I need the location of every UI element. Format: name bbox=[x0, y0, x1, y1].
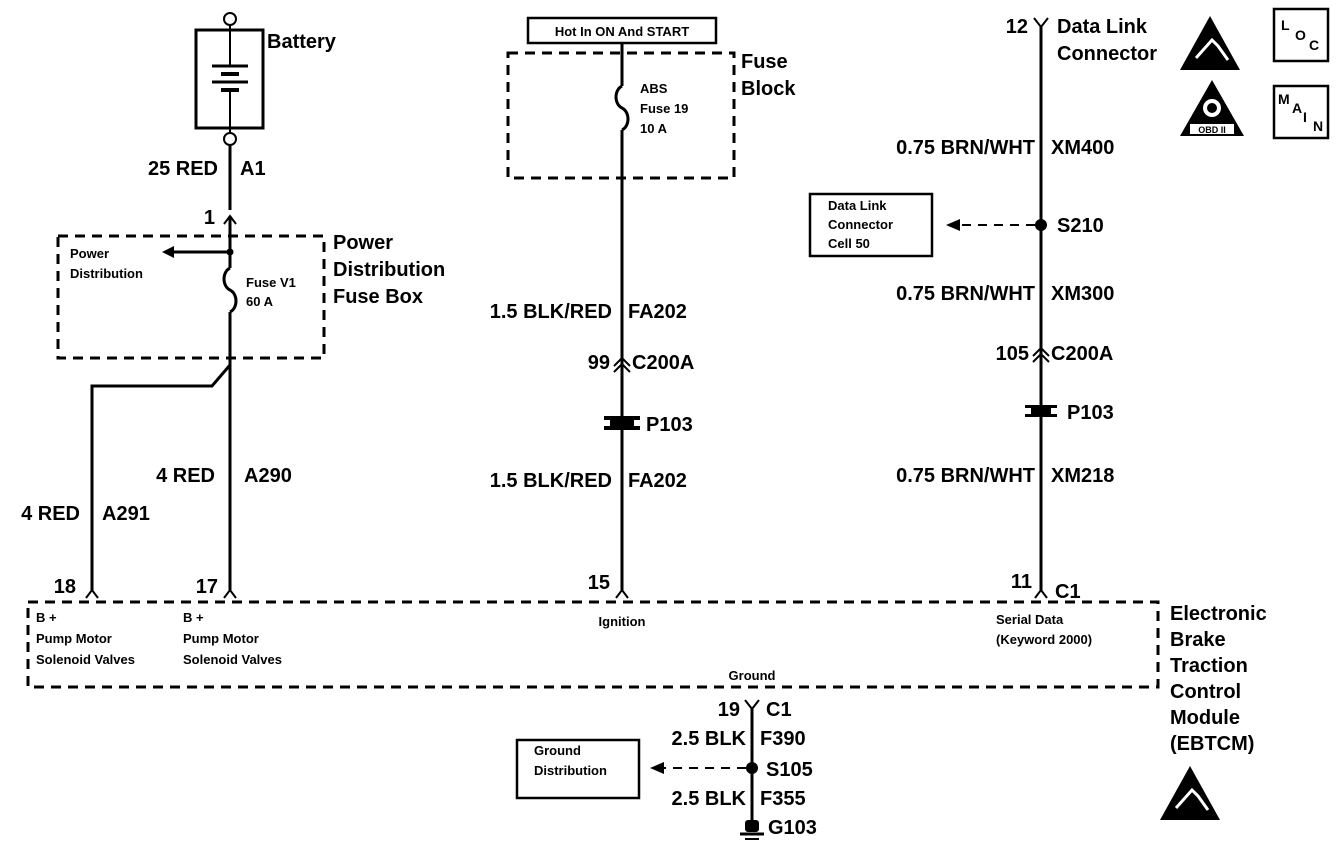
ground-circuit-2: F355 bbox=[760, 788, 806, 810]
main-letter-3: I bbox=[1303, 109, 1307, 125]
dlc-passthrough bbox=[1025, 405, 1057, 417]
ign-gauge-1: 1.5 BLK/RED bbox=[490, 301, 612, 323]
abs-fuse-line3: 10 A bbox=[640, 121, 668, 136]
ign-circuit-2: FA202 bbox=[628, 470, 687, 492]
pin18-line3: Solenoid Valves bbox=[36, 652, 135, 667]
pdfb-fuse-line2: 60 A bbox=[246, 294, 274, 309]
ground-connector: C1 bbox=[766, 699, 792, 721]
abs-fuse-line2: Fuse 19 bbox=[640, 101, 688, 116]
fuse-block: Hot In ON And START ABS Fuse 19 10 A Fus… bbox=[506, 16, 796, 590]
wire-a291-gauge: 4 RED bbox=[21, 503, 80, 525]
pin18-line1: B + bbox=[36, 610, 57, 625]
obd-ii-text: OBD II bbox=[1198, 125, 1226, 135]
ground-point: G103 bbox=[768, 817, 817, 839]
dlc-label-line1: Data Link bbox=[1057, 16, 1148, 38]
ground-symbol bbox=[740, 820, 764, 840]
module-label-line3: Traction bbox=[1170, 655, 1248, 677]
serial-data-line1: Serial Data bbox=[996, 612, 1064, 627]
main-letter-1: M bbox=[1278, 91, 1290, 107]
pdfb-label-line1: Power bbox=[333, 232, 393, 254]
pin-17: 17 bbox=[196, 576, 218, 598]
pdfb-pin: 1 bbox=[204, 207, 215, 229]
pdfb-fuse-line1: Fuse V1 bbox=[246, 275, 296, 290]
pin-11: 11 bbox=[1011, 571, 1032, 593]
abs-fuse-line1: ABS bbox=[640, 81, 668, 96]
pin17-line3: Solenoid Valves bbox=[183, 652, 282, 667]
ground-circuit-1: F390 bbox=[760, 728, 806, 750]
ign-conn-pin: 99 bbox=[588, 352, 610, 374]
module-label-line4: Control bbox=[1170, 681, 1241, 703]
dlc-connector-c200a: C200A bbox=[1051, 343, 1113, 365]
main-letter-2: A bbox=[1292, 100, 1302, 116]
dlc-connector: 12 Data Link Connector bbox=[1006, 16, 1157, 65]
pdfb-inner-line1: Power bbox=[70, 246, 109, 261]
battery-wire-gauge: 25 RED bbox=[148, 158, 218, 180]
ign-passthrough bbox=[604, 416, 640, 430]
dlc-pass-label: P103 bbox=[1067, 402, 1114, 424]
ign-connector: C200A bbox=[632, 352, 694, 374]
wire-a290-circuit: A290 bbox=[244, 465, 292, 487]
dlc-conn-pin: 105 bbox=[996, 343, 1029, 365]
module-connector-c1: C1 bbox=[1055, 581, 1081, 603]
dlc-gauge-1: 0.75 BRN/WHT bbox=[896, 137, 1035, 159]
ign-circuit-1: FA202 bbox=[628, 301, 687, 323]
ground-label: Ground bbox=[729, 668, 776, 683]
dlc-ref-line2: Connector bbox=[828, 217, 893, 232]
ign-pass-label: P103 bbox=[646, 414, 693, 436]
ground-ref-line2: Distribution bbox=[534, 763, 607, 778]
loc-letter-2: O bbox=[1295, 27, 1306, 43]
esd-warning-icon bbox=[1180, 16, 1240, 70]
loc-letter-1: L bbox=[1281, 17, 1290, 33]
ign-gauge-2: 1.5 BLK/RED bbox=[490, 470, 612, 492]
ground-pin: 19 bbox=[718, 699, 740, 721]
pdfb-label-line3: Fuse Box bbox=[333, 286, 423, 308]
main-letter-4: N bbox=[1313, 118, 1323, 134]
module-label-line2: Brake bbox=[1170, 629, 1226, 651]
ground-ref-box: Ground Distribution bbox=[515, 738, 641, 800]
serial-data-line2: (Keyword 2000) bbox=[996, 632, 1092, 647]
dlc-gauge-3: 0.75 BRN/WHT bbox=[896, 465, 1035, 487]
fuse-block-label-line2: Block bbox=[741, 78, 796, 100]
dlc-ref-box: Data Link Connector Cell 50 bbox=[808, 192, 934, 258]
ground-ref-line1: Ground bbox=[534, 743, 581, 758]
pin18-line2: Pump Motor bbox=[36, 631, 112, 646]
ignition-label: Ignition bbox=[599, 614, 646, 629]
pdfb: 1 Power Distribution Fuse V1 60 A Power … bbox=[56, 207, 445, 590]
dlc-pin: 12 bbox=[1006, 16, 1028, 38]
pin-18: 18 bbox=[54, 576, 76, 598]
dlc-splice: S210 bbox=[1057, 215, 1104, 237]
battery-wire-circuit: A1 bbox=[240, 158, 266, 180]
loc-badge: L O C bbox=[1272, 7, 1330, 63]
wire-a290-gauge: 4 RED bbox=[156, 465, 215, 487]
dlc-circuit-1: XM400 bbox=[1051, 137, 1114, 159]
pin17-line1: B + bbox=[183, 610, 204, 625]
dlc-ref-line3: Cell 50 bbox=[828, 236, 870, 251]
module-label-line6: (EBTCM) bbox=[1170, 733, 1254, 755]
loc-letter-3: C bbox=[1309, 37, 1319, 53]
dlc-circuit-3: XM218 bbox=[1051, 465, 1114, 487]
esd-warning-icon-bottom bbox=[1160, 766, 1220, 820]
pdfb-label-line2: Distribution bbox=[333, 259, 445, 281]
fuse-block-label-line1: Fuse bbox=[741, 51, 788, 73]
main-badge: M A I N bbox=[1272, 84, 1330, 140]
dlc-circuit-2: XM300 bbox=[1051, 283, 1114, 305]
hot-in-label: Hot In ON And START bbox=[555, 24, 689, 39]
pin17-line2: Pump Motor bbox=[183, 631, 259, 646]
wire-a291-circuit: A291 bbox=[102, 503, 150, 525]
battery-label: Battery bbox=[267, 31, 337, 53]
battery: Battery bbox=[194, 12, 337, 146]
ground-gauge-1: 2.5 BLK bbox=[672, 728, 747, 750]
pdfb-inner-line2: Distribution bbox=[70, 266, 143, 281]
dlc-gauge-2: 0.75 BRN/WHT bbox=[896, 283, 1035, 305]
obd-ii-icon: OBD II bbox=[1180, 80, 1244, 136]
ground-gauge-2: 2.5 BLK bbox=[672, 788, 747, 810]
ground-splice: S105 bbox=[766, 759, 813, 781]
module-label-line1: Electronic bbox=[1170, 603, 1267, 625]
dlc-label-line2: Connector bbox=[1057, 43, 1157, 65]
dlc-ref-line1: Data Link bbox=[828, 198, 887, 213]
pin-15: 15 bbox=[588, 572, 610, 594]
module-label-line5: Module bbox=[1170, 707, 1240, 729]
ebtcm-module: B + Pump Motor Solenoid Valves B + Pump … bbox=[26, 600, 1267, 755]
